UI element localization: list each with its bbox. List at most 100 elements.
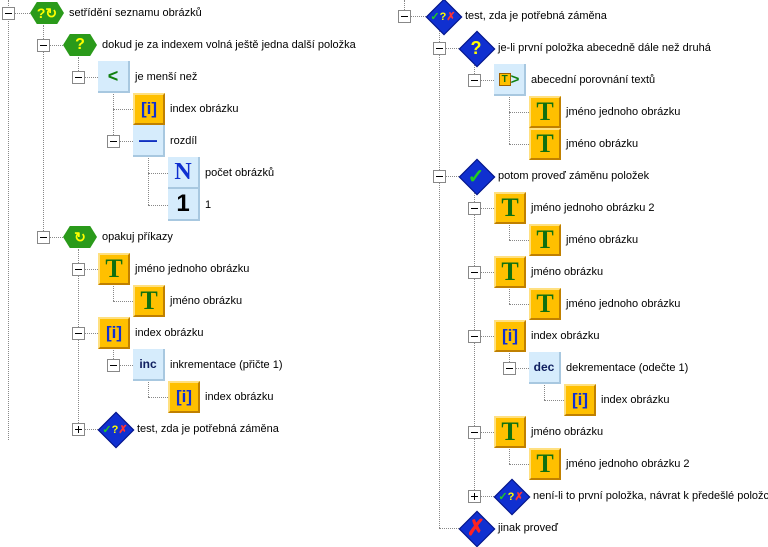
collapse-toggle[interactable] bbox=[107, 359, 120, 372]
icon-glyph: ↻ bbox=[74, 228, 86, 245]
node-label[interactable]: jméno jednoho obrázku bbox=[566, 298, 681, 310]
text-variable-icon[interactable]: T bbox=[529, 288, 561, 320]
tree-connector bbox=[509, 464, 529, 465]
text-variable-icon[interactable]: T bbox=[529, 96, 561, 128]
node-label[interactable]: rozdíl bbox=[170, 135, 197, 147]
less-than-icon[interactable]: < bbox=[98, 61, 130, 93]
node-label[interactable]: jméno obrázku bbox=[531, 426, 604, 438]
collapse-toggle[interactable] bbox=[72, 71, 85, 84]
icon-glyph: 1 bbox=[176, 190, 190, 217]
else-x-diamond-icon[interactable]: ✗ bbox=[459, 511, 493, 545]
collapse-toggle[interactable] bbox=[37, 231, 50, 244]
test-diamond-icon[interactable]: ✓?✗ bbox=[494, 479, 528, 513]
node-label[interactable]: počet obrázků bbox=[205, 167, 275, 179]
index-variable-icon[interactable]: [i] bbox=[168, 381, 200, 413]
repeat-hexagon-icon[interactable]: ↻ bbox=[63, 226, 97, 248]
text-variable-icon[interactable]: T bbox=[494, 192, 526, 224]
text-compare-icon[interactable]: T> bbox=[494, 64, 526, 96]
node-label[interactable]: jméno jednoho obrázku 2 bbox=[566, 458, 690, 470]
node-label[interactable]: abecední porovnání textů bbox=[531, 74, 656, 86]
collapse-toggle[interactable] bbox=[37, 39, 50, 52]
icon-glyph: T bbox=[501, 193, 519, 222]
tree-connector bbox=[85, 429, 98, 430]
text-variable-icon[interactable]: T bbox=[529, 448, 561, 480]
node-label[interactable]: potom proveď záměnu položek bbox=[498, 170, 650, 182]
icon-glyph: T bbox=[140, 286, 158, 315]
index-variable-icon[interactable]: [i] bbox=[98, 317, 130, 349]
minus-operator-icon[interactable]: — bbox=[133, 125, 165, 157]
number-one-icon[interactable]: 1 bbox=[168, 189, 200, 221]
text-variable-icon[interactable]: T bbox=[98, 253, 130, 285]
tree-connector bbox=[148, 205, 168, 206]
index-variable-icon[interactable]: [i] bbox=[564, 384, 596, 416]
collapse-toggle[interactable] bbox=[503, 362, 516, 375]
test-diamond-icon[interactable]: ✓?✗ bbox=[98, 412, 132, 446]
collapse-toggle[interactable] bbox=[468, 74, 481, 87]
node-label[interactable]: opakuj příkazy bbox=[102, 231, 173, 243]
node-label[interactable]: jméno obrázku bbox=[566, 234, 639, 246]
icon-glyph: ✓ bbox=[467, 165, 485, 188]
node-label[interactable]: index obrázku bbox=[170, 103, 239, 115]
text-variable-icon[interactable]: T bbox=[494, 256, 526, 288]
node-label[interactable]: jméno obrázku bbox=[531, 266, 604, 278]
node-label[interactable]: jméno jednoho obrázku bbox=[135, 263, 250, 275]
icon-glyph: > bbox=[510, 70, 520, 88]
node-label[interactable]: inkrementace (přičte 1) bbox=[170, 359, 283, 371]
tree-connector bbox=[113, 89, 114, 141]
condition-diamond-icon[interactable]: ? bbox=[459, 31, 493, 65]
node-label[interactable]: index obrázku bbox=[531, 330, 600, 342]
collapse-toggle[interactable] bbox=[107, 135, 120, 148]
node-label[interactable]: setřídění seznamu obrázků bbox=[69, 7, 202, 19]
node-label[interactable]: dekrementace (odečte 1) bbox=[566, 362, 689, 374]
icon-glyph: T bbox=[536, 97, 554, 126]
node-label[interactable]: index obrázku bbox=[601, 394, 670, 406]
tree-connector bbox=[544, 400, 564, 401]
expand-toggle[interactable] bbox=[72, 423, 85, 436]
tree-connector bbox=[516, 368, 529, 369]
node-label[interactable]: není-li to první položka, návrat k přede… bbox=[533, 490, 768, 502]
node-label[interactable]: index obrázku bbox=[135, 327, 204, 339]
node-label[interactable]: jinak proveď bbox=[498, 522, 558, 534]
while-hexagon-icon[interactable]: ? bbox=[63, 34, 97, 56]
collapse-toggle[interactable] bbox=[468, 330, 481, 343]
then-check-diamond-icon[interactable]: ✓ bbox=[459, 159, 493, 193]
collapse-toggle[interactable] bbox=[398, 10, 411, 23]
node-label[interactable]: jméno obrázku bbox=[170, 295, 243, 307]
tree-connector bbox=[446, 176, 459, 177]
collapse-toggle[interactable] bbox=[433, 170, 446, 183]
index-variable-icon[interactable]: [i] bbox=[133, 93, 165, 125]
node-label[interactable]: jméno jednoho obrázku bbox=[566, 106, 681, 118]
node-label[interactable]: jméno obrázku bbox=[566, 138, 639, 150]
increment-icon[interactable]: inc bbox=[133, 349, 165, 381]
node-label[interactable]: je-li první položka abecedně dále než dr… bbox=[498, 42, 711, 54]
collapse-toggle[interactable] bbox=[72, 327, 85, 340]
node-label[interactable]: jméno jednoho obrázku 2 bbox=[531, 202, 655, 214]
node-label[interactable]: 1 bbox=[205, 199, 212, 211]
collapse-toggle[interactable] bbox=[468, 266, 481, 279]
collapse-toggle[interactable] bbox=[433, 42, 446, 55]
loop-hexagon-icon[interactable]: ?↻ bbox=[30, 2, 64, 24]
icon-glyph: dec bbox=[533, 360, 555, 374]
tree-connector bbox=[50, 237, 63, 238]
tree-connector bbox=[446, 48, 459, 49]
node-label[interactable]: dokud je za indexem volná ještě jedna da… bbox=[102, 39, 356, 51]
collapse-toggle[interactable] bbox=[468, 426, 481, 439]
test-diamond-icon[interactable]: ✓?✗ bbox=[426, 0, 460, 33]
text-variable-icon[interactable]: T bbox=[529, 128, 561, 160]
collapse-toggle[interactable] bbox=[2, 7, 15, 20]
expand-toggle[interactable] bbox=[468, 490, 481, 503]
index-variable-icon[interactable]: [i] bbox=[494, 320, 526, 352]
decrement-icon[interactable]: dec bbox=[529, 352, 561, 384]
tree-connector bbox=[113, 345, 114, 365]
node-label[interactable]: test, zda je potřebná záměna bbox=[465, 10, 607, 22]
number-variable-icon[interactable]: N bbox=[168, 157, 200, 189]
node-label[interactable]: index obrázku bbox=[205, 391, 274, 403]
node-label[interactable]: test, zda je potřebná záměna bbox=[137, 423, 279, 435]
tree-connector bbox=[481, 272, 494, 273]
text-variable-icon[interactable]: T bbox=[529, 224, 561, 256]
collapse-toggle[interactable] bbox=[468, 202, 481, 215]
text-variable-icon[interactable]: T bbox=[133, 285, 165, 317]
node-label[interactable]: je menší než bbox=[135, 71, 198, 83]
text-variable-icon[interactable]: T bbox=[494, 416, 526, 448]
collapse-toggle[interactable] bbox=[72, 263, 85, 276]
